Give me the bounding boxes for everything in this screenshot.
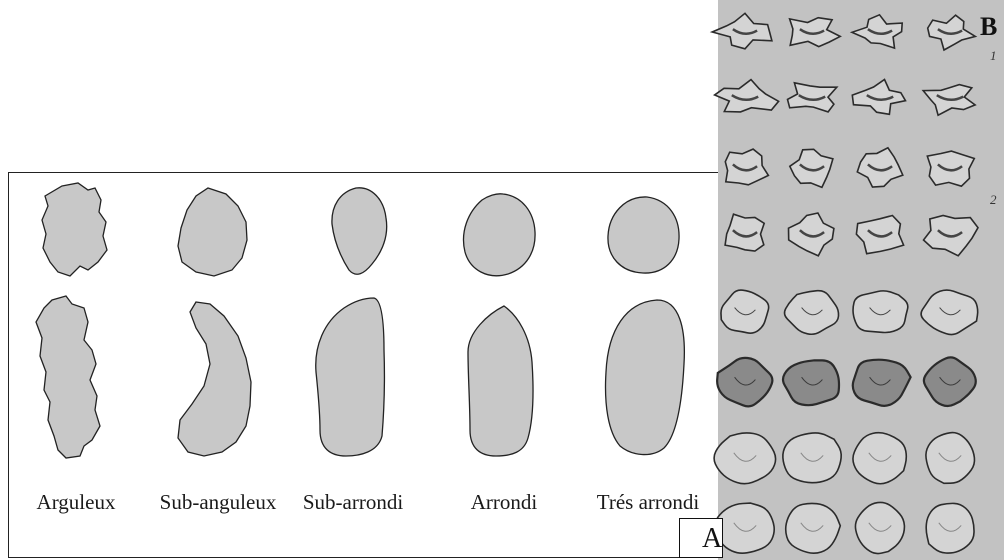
grain-sketch-6 bbox=[788, 83, 837, 112]
grain-sketch-20 bbox=[921, 290, 978, 334]
row-number-1: 1 bbox=[990, 48, 997, 64]
grain-sketch-30 bbox=[786, 503, 841, 553]
grain-sketch-24 bbox=[924, 357, 976, 406]
grain-sketch-29 bbox=[715, 503, 774, 553]
grain-sketch-9 bbox=[725, 149, 768, 185]
panel-a-letter: A bbox=[679, 518, 723, 558]
grain-sketch-25 bbox=[714, 433, 775, 484]
grain-sketch-19 bbox=[853, 291, 908, 333]
grain-sketch-5 bbox=[715, 80, 779, 112]
grain-sketch-12 bbox=[927, 151, 974, 186]
grain-sketch-10 bbox=[790, 149, 833, 187]
grain-sketch-32 bbox=[926, 503, 974, 553]
grain-sketch-7 bbox=[852, 80, 905, 115]
grain-sketch-1 bbox=[712, 13, 772, 49]
grain-sketch-23 bbox=[853, 360, 911, 406]
panel-b-letter: B bbox=[980, 12, 997, 42]
grain-sketch-17 bbox=[721, 290, 769, 333]
grain-sketch-2 bbox=[790, 18, 841, 47]
grain-sketch-31 bbox=[855, 502, 904, 553]
grain-sketch-15 bbox=[856, 216, 903, 254]
grain-sketch-13 bbox=[725, 214, 764, 251]
grain-sketch-3 bbox=[852, 15, 902, 48]
grain-sketch-11 bbox=[857, 148, 903, 187]
grain-sketch-22 bbox=[783, 360, 839, 405]
grain-sketch-28 bbox=[926, 433, 975, 484]
row-number-2: 2 bbox=[990, 192, 997, 208]
grain-sketch-14 bbox=[789, 213, 834, 256]
grain-sketch-27 bbox=[853, 433, 906, 484]
grain-sketch-21 bbox=[717, 358, 772, 407]
grain-sketch-18 bbox=[785, 291, 839, 335]
grain-sketch-26 bbox=[783, 433, 841, 483]
